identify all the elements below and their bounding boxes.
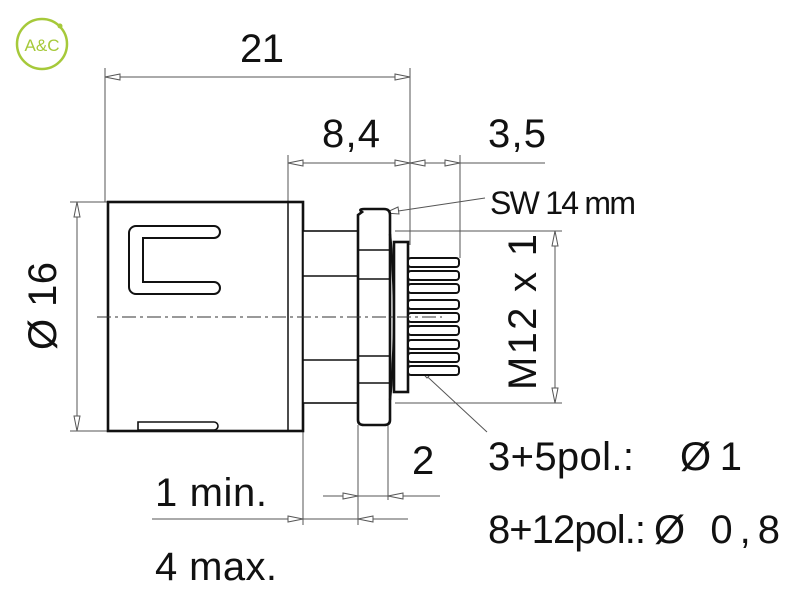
pin-note-poles-2: 8+12pol.: (488, 508, 646, 552)
dim-thread: M12 x 1 (501, 234, 545, 390)
dim-body-to-end: 8,4 (322, 112, 380, 156)
arrowheads (73, 73, 559, 523)
extension-lines (70, 68, 562, 525)
pin-note-diameter-2: Ø 0,8 (654, 508, 780, 552)
pin-note-poles-1: 3+5pol.: (488, 435, 634, 479)
dim-pin-length: 3,5 (488, 112, 546, 156)
dim-wrench-size: SW 14 mm (490, 185, 636, 221)
dim-overall-length: 21 (240, 27, 284, 71)
logo-text: A&C (25, 36, 60, 55)
latch-slot (128, 225, 221, 295)
dim-panel-max: 4 max. (155, 545, 277, 589)
connector-body (97, 200, 460, 433)
contact-pins (407, 257, 460, 376)
dim-diameter: Ø 16 (21, 262, 65, 350)
logo: A&C (15, 17, 69, 71)
dim-nut-width: 2 (412, 439, 434, 483)
pin-note-diameter-1: Ø 1 (680, 435, 742, 479)
dim-panel-min: 1 min. (155, 471, 267, 515)
